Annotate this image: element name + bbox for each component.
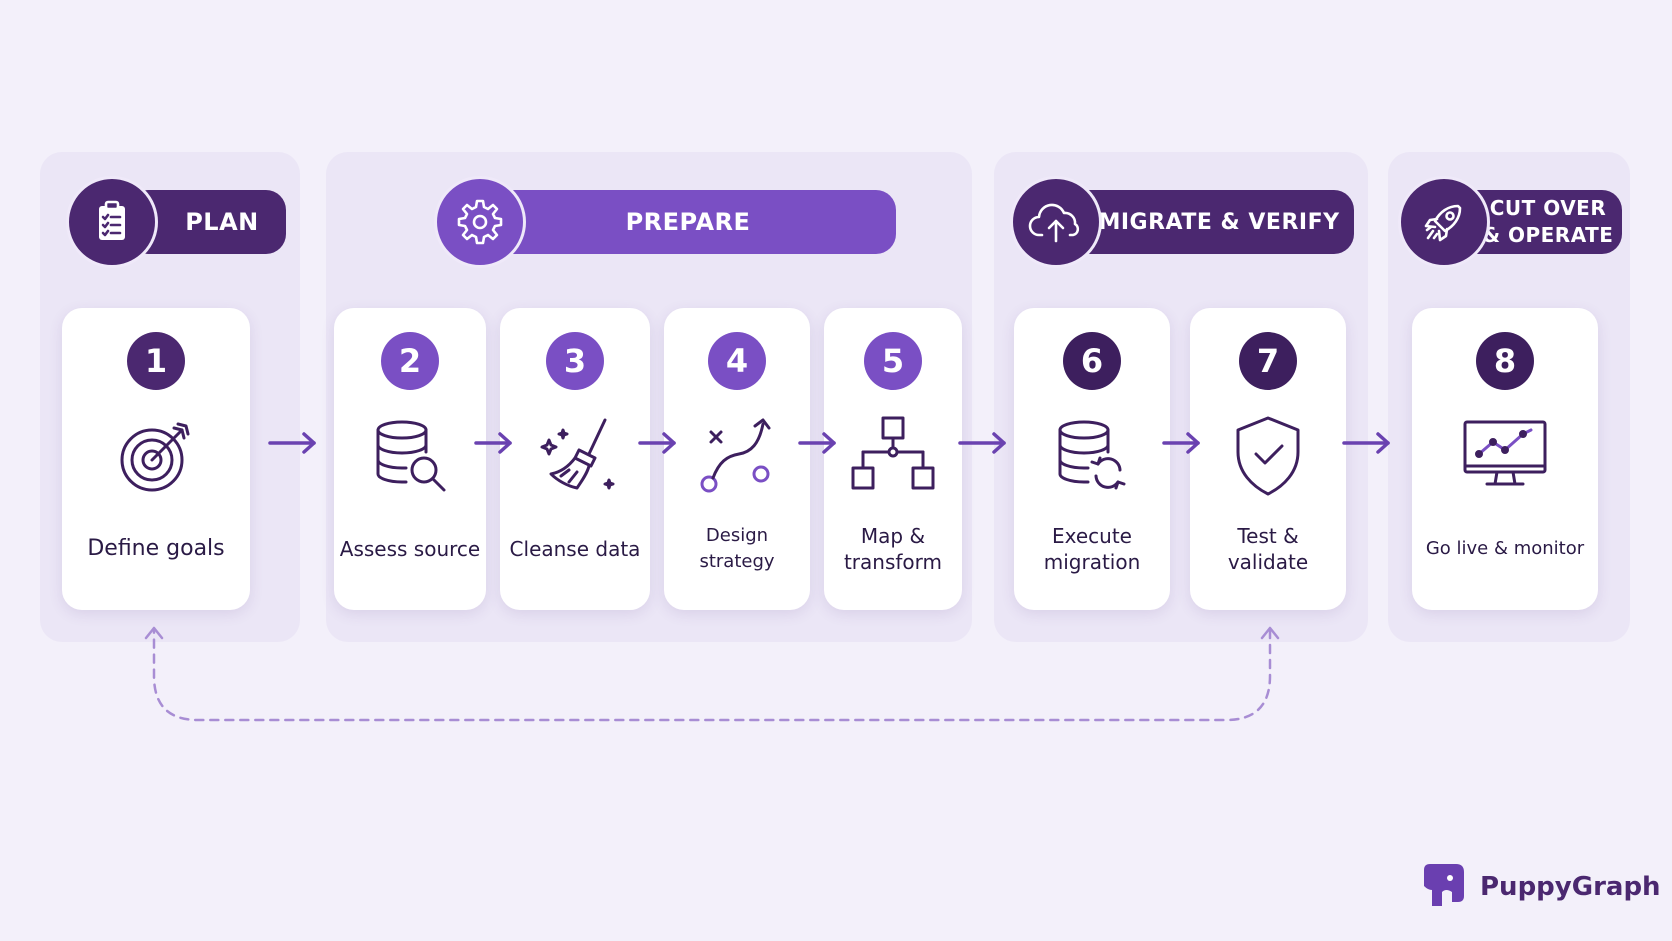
step-label-3: Cleanse data	[509, 537, 641, 561]
step-card-2: 2 Assess source	[334, 308, 486, 610]
phase-badge-prepare	[434, 176, 526, 268]
phase-label-migrate-verify: MIGRATE & VERIFY	[1098, 209, 1340, 235]
brand-name: PuppyGraph	[1480, 872, 1661, 902]
step-label-8: Go live & monitor	[1425, 538, 1585, 559]
step-number-4: 4	[708, 332, 766, 390]
step-number-2: 2	[381, 332, 439, 390]
database-sync-icon	[1058, 420, 1126, 490]
shield-check-icon	[1236, 416, 1300, 496]
step-label-1: Define goals	[87, 536, 225, 561]
step-number-3: 3	[546, 332, 604, 390]
cloud-upload-icon	[1028, 203, 1080, 243]
step-card-4: 4 Design strategy	[664, 308, 810, 610]
step-card-5: 5 Map & transform	[824, 308, 962, 610]
step-label-4: Design strategy	[699, 525, 775, 572]
arrow-right-icon	[958, 432, 1006, 454]
gear-icon	[457, 199, 503, 245]
strategy-path-icon	[700, 418, 771, 493]
phase-label-prepare: PREPARE	[625, 208, 751, 236]
broom-icon	[540, 418, 615, 490]
database-search-icon	[376, 420, 446, 492]
step-card-8: 8 Go live & monitor	[1412, 308, 1598, 610]
step-number-7: 7	[1239, 332, 1297, 390]
step-label-5: Map & transform	[843, 524, 943, 574]
step-number-6: 6	[1063, 332, 1121, 390]
step-label-6: Execute migration	[1043, 524, 1141, 574]
step-label-7: Test & validate	[1227, 524, 1309, 574]
step-number-1: 1	[127, 332, 185, 390]
phase-header-prepare: PREPARE	[480, 190, 896, 254]
puppygraph-logo-icon	[1424, 864, 1464, 906]
phase-header-migrate-verify: MIGRATE & VERIFY	[1060, 190, 1354, 254]
arrow-right-icon	[638, 432, 676, 454]
hierarchy-icon	[851, 416, 935, 490]
clipboard-checklist-icon	[99, 200, 125, 240]
step-card-3: 3 Cleanse data	[500, 308, 650, 610]
arrow-right-icon	[268, 432, 316, 454]
phase-label-cut-over: CUT OVER & OPERATE	[1482, 196, 1614, 247]
step-card-6: 6 Execute migration	[1014, 308, 1170, 610]
step-label-2: Assess source	[339, 537, 481, 561]
phase-label-plan: PLAN	[185, 208, 259, 236]
arrow-right-icon	[1162, 432, 1200, 454]
target-icon	[120, 422, 190, 492]
phase-badge-migrate-verify	[1010, 176, 1102, 268]
phase-badge-plan	[66, 176, 158, 268]
step-card-7: 7 Test & validate	[1190, 308, 1346, 610]
rocket-icon	[1424, 204, 1462, 242]
step-number-5: 5	[864, 332, 922, 390]
phase-badge-cut-over	[1398, 176, 1490, 268]
step-number-8: 8	[1476, 332, 1534, 390]
arrow-right-icon	[474, 432, 512, 454]
monitor-chart-icon	[1463, 420, 1547, 486]
step-card-1: 1 Define goals	[62, 308, 250, 610]
arrow-right-icon	[798, 432, 836, 454]
arrow-right-icon	[1342, 432, 1390, 454]
